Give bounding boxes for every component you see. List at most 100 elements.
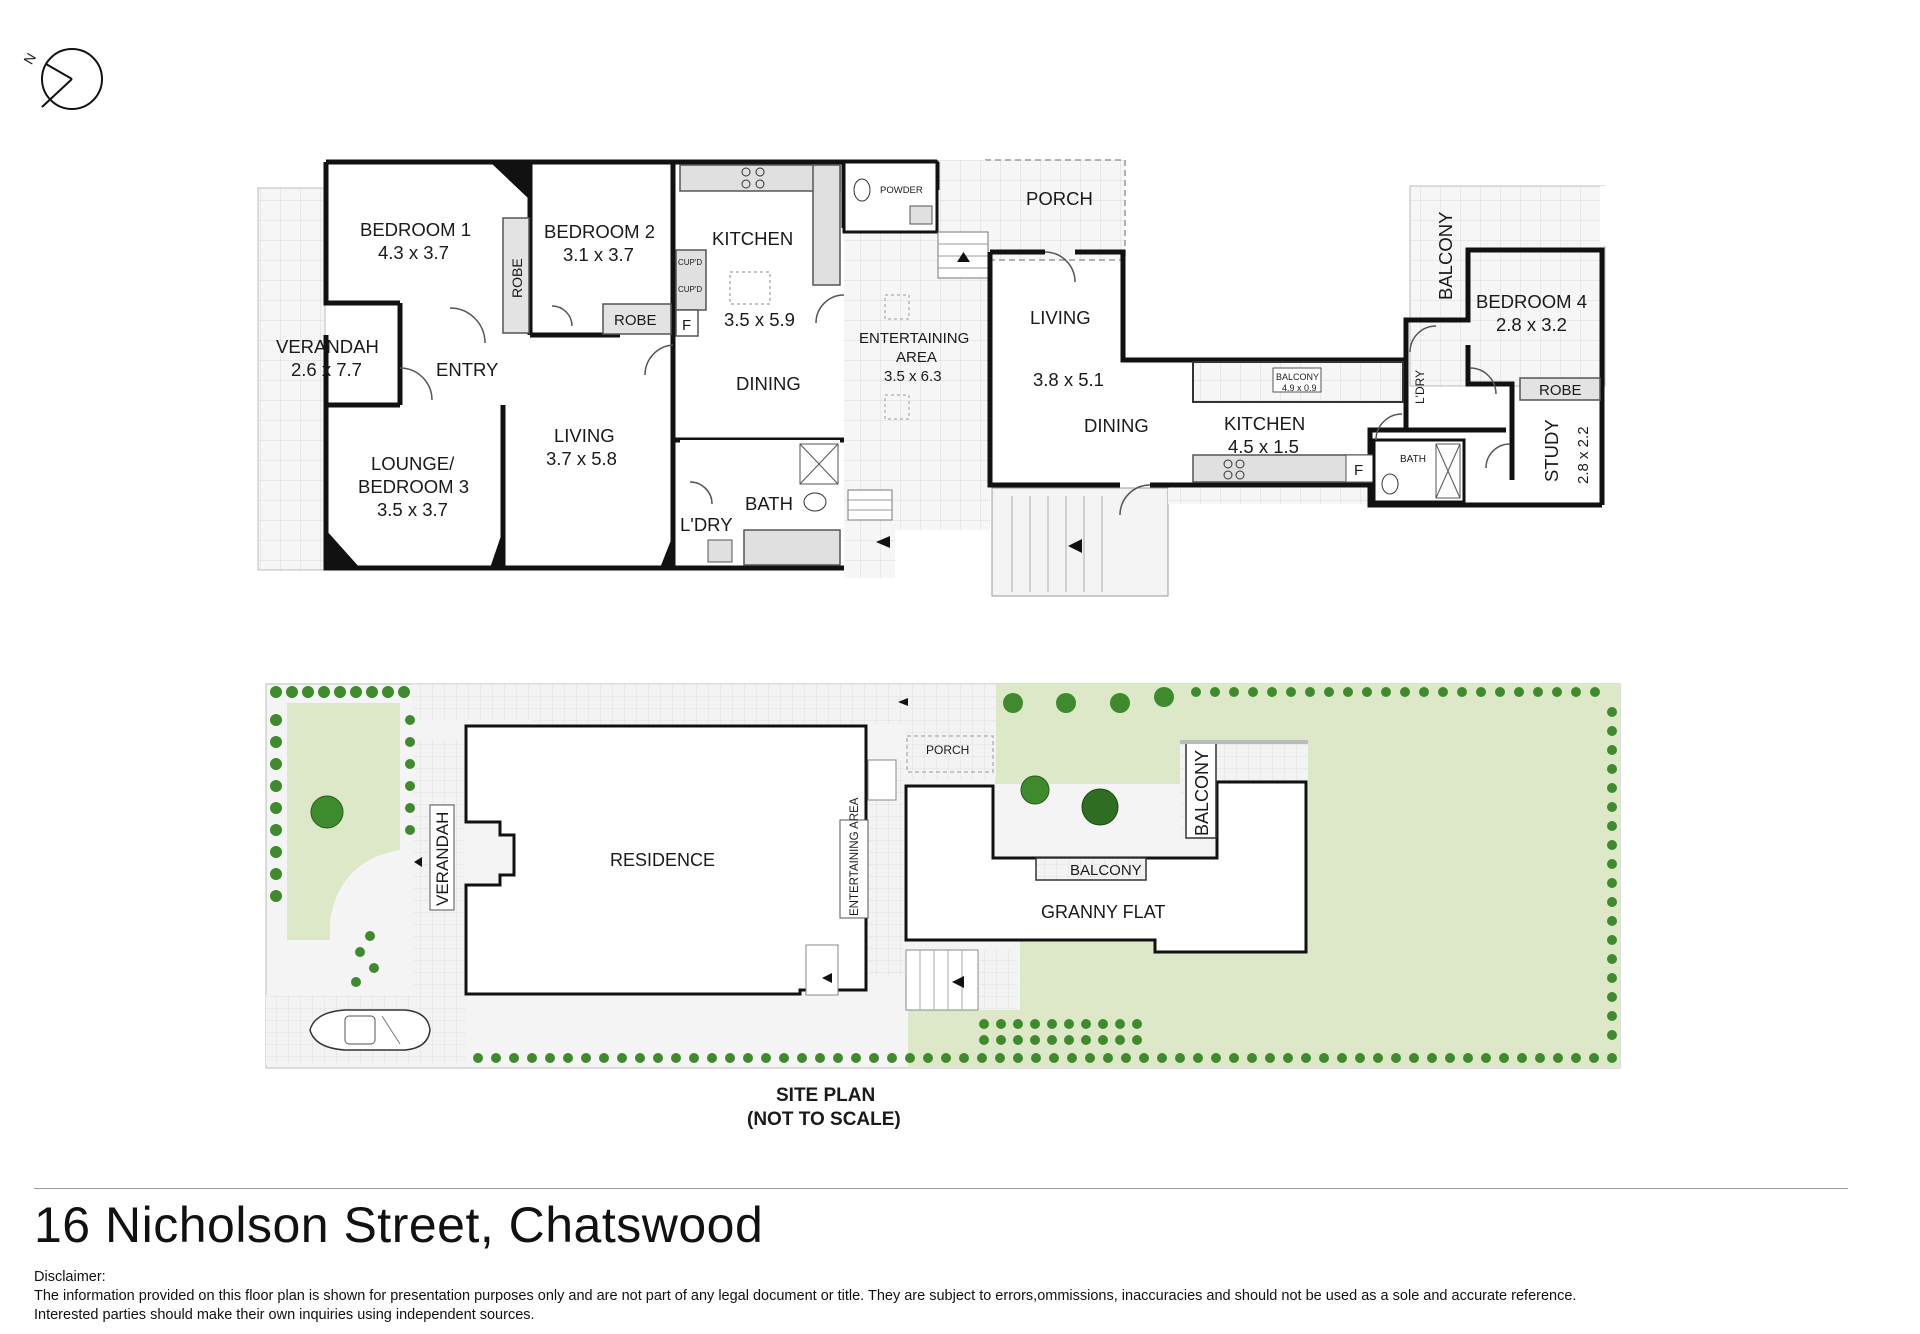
hedge-dot xyxy=(1409,1053,1419,1063)
flat-living-name: LIVING xyxy=(1030,307,1091,328)
hedge-dot xyxy=(1552,687,1562,697)
hedge-dot xyxy=(1607,802,1617,812)
laundry-label: L'DRY xyxy=(680,514,733,535)
property-address: 16 Nicholson Street, Chatswood xyxy=(34,1197,764,1253)
porch-label: PORCH xyxy=(1026,188,1093,209)
hedge-dot xyxy=(270,846,282,858)
hedge-dot xyxy=(1191,687,1201,697)
study-name: STUDY xyxy=(1541,419,1562,482)
balcony-deck xyxy=(1409,185,1606,387)
flat-laundry-label: L'DRY xyxy=(1413,370,1427,404)
balcony-vertical-label: BALCONY xyxy=(1435,212,1456,300)
hedge-dot xyxy=(1064,1019,1074,1029)
hedge-dot xyxy=(1049,1053,1059,1063)
hedge-dot xyxy=(355,947,365,957)
site-caption-line1: SITE PLAN xyxy=(776,1085,875,1106)
bedroom4-name: BEDROOM 4 xyxy=(1476,291,1587,312)
hedge-dot xyxy=(1098,1035,1108,1045)
hedge-dot xyxy=(1283,1053,1293,1063)
hedge-dot xyxy=(1589,1053,1599,1063)
front-lawn xyxy=(287,703,400,940)
hedge-dot xyxy=(979,1035,989,1045)
hedge-dot xyxy=(491,1053,501,1063)
hedge-dot xyxy=(1476,687,1486,697)
hedge-dot xyxy=(996,1035,1006,1045)
hedge-dot xyxy=(1305,687,1315,697)
hedge-dot xyxy=(959,1053,969,1063)
hedge-dot xyxy=(1013,1035,1023,1045)
flat-balcony-size: 4.9 x 0.9 xyxy=(1282,383,1317,393)
hedge-dot xyxy=(1193,1053,1203,1063)
divider-line xyxy=(34,1188,1848,1189)
hedge-dot xyxy=(1115,1019,1125,1029)
hedge-dot xyxy=(1047,1019,1057,1029)
hedge-dot xyxy=(743,1053,753,1063)
hedge-dot xyxy=(1607,840,1617,850)
verandah-size: 2.6 x 7.7 xyxy=(291,359,362,380)
flat-fridge-label: F xyxy=(1354,462,1363,479)
site-balcony-label: BALCONY xyxy=(1070,862,1142,879)
hedge-dot xyxy=(1031,1053,1041,1063)
study-size: 2.8 x 2.2 xyxy=(1575,426,1592,484)
porch-area xyxy=(984,159,1126,261)
hedge-dot xyxy=(1157,1053,1167,1063)
hedge-dot xyxy=(1553,1053,1563,1063)
hedge-dot xyxy=(405,781,415,791)
hedge-dot xyxy=(270,868,282,880)
hedge-dot xyxy=(365,931,375,941)
hedge-dot xyxy=(1081,1019,1091,1029)
hedge-dot xyxy=(405,803,415,813)
hedge-dot xyxy=(1517,1053,1527,1063)
hedge-dot xyxy=(545,1053,555,1063)
car-icon xyxy=(309,1009,431,1051)
bedroom2-size: 3.1 x 3.7 xyxy=(563,244,634,265)
disclaimer-heading: Disclaimer: xyxy=(34,1269,106,1285)
hedge-dot xyxy=(1211,1053,1221,1063)
hedge-dot xyxy=(509,1053,519,1063)
site-verandah-label: VERANDAH xyxy=(433,812,452,906)
site-entertaining-label: ENTERTAINING AREA xyxy=(849,797,861,916)
hedge-dot xyxy=(405,759,415,769)
hedge-dot xyxy=(1607,707,1617,717)
hedge-dot xyxy=(270,758,282,770)
hedge-dot xyxy=(1067,1053,1077,1063)
hedge-dot xyxy=(581,1053,591,1063)
bedroom2-name: BEDROOM 2 xyxy=(544,221,655,242)
bath-label: BATH xyxy=(745,493,793,514)
hedge-dot xyxy=(923,1053,933,1063)
hedge-dot xyxy=(1607,764,1617,774)
kitchen-fridge-label: F xyxy=(682,317,691,334)
disclaimer-line2: Interested parties should make their own… xyxy=(34,1307,535,1323)
hedge-dot xyxy=(270,824,282,836)
hedge-dot xyxy=(1132,1019,1142,1029)
kitchen-size: 3.5 x 5.9 xyxy=(724,309,795,330)
hedge-dot xyxy=(270,780,282,792)
disclaimer-line1: The information provided on this floor p… xyxy=(34,1288,1577,1304)
hedge-dot xyxy=(996,1019,1006,1029)
hedge-dot xyxy=(1139,1053,1149,1063)
hedge-dot xyxy=(369,963,379,973)
site-porch-label: PORCH xyxy=(926,743,969,757)
tree-icons xyxy=(310,687,1174,829)
hedge-dot xyxy=(351,977,361,987)
hedge-dot xyxy=(405,825,415,835)
hedge-dot xyxy=(1247,1053,1257,1063)
hedge-dot xyxy=(1355,1053,1365,1063)
floor-plan: BEDROOM 1 4.3 x 3.7 BEDROOM 2 3.1 x 3.7 … xyxy=(257,159,1608,597)
hedge-dot xyxy=(473,1053,483,1063)
flat-balcony-name: BALCONY xyxy=(1276,372,1319,382)
lounge-line1: LOUNGE/ xyxy=(371,453,455,474)
hedge-dot xyxy=(382,686,394,698)
hedge-dot xyxy=(1030,1019,1040,1029)
north-label: N xyxy=(20,50,39,67)
hedge-dot xyxy=(815,1053,825,1063)
robe-bed2-label: ROBE xyxy=(614,312,657,329)
robe-bed4-label: ROBE xyxy=(1539,382,1582,399)
hedge-dot xyxy=(1286,687,1296,697)
hedge-dot xyxy=(1607,878,1617,888)
hedge-dot xyxy=(1362,687,1372,697)
hedge-dot xyxy=(334,686,346,698)
residence-outline xyxy=(464,724,868,996)
verandah-name: VERANDAH xyxy=(276,336,379,357)
bedroom1-size: 4.3 x 3.7 xyxy=(378,242,449,263)
